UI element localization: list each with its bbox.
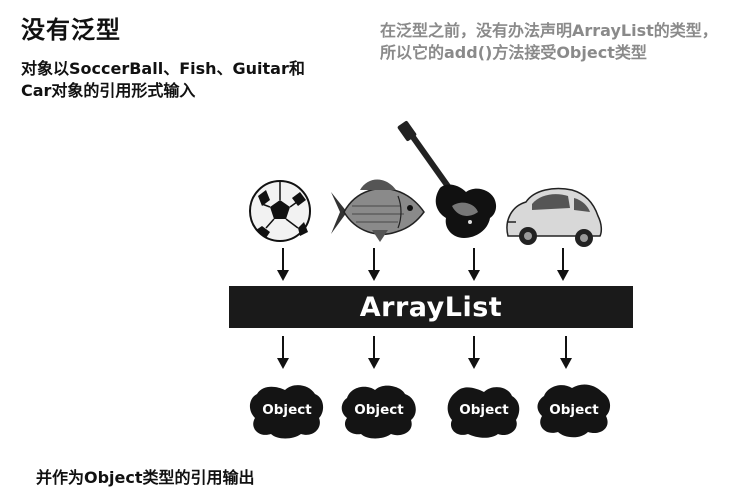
object-blob: Object	[444, 380, 524, 440]
output-description: 并作为Object类型的引用输出	[36, 468, 255, 487]
guitar-icon	[397, 120, 497, 238]
input-description: 对象以SoccerBall、Fish、Guitar和Car对象的引用形式输入	[21, 59, 305, 100]
object-blob: Object	[247, 380, 327, 440]
object-blob-shape	[341, 385, 416, 439]
arraylist-bar: ArrayList	[229, 286, 633, 328]
object-blob-shape	[537, 384, 611, 438]
object-label: Object	[549, 402, 599, 418]
object-blob-shape	[249, 385, 324, 439]
object-label: Object	[459, 402, 509, 418]
soccer-ball-icon	[249, 180, 311, 242]
output-arrows	[277, 336, 572, 369]
input-arrows	[277, 248, 569, 281]
object-label: Object	[354, 402, 404, 418]
object-blob: Object	[339, 380, 419, 440]
pre-generics-note: 在泛型之前，没有办法声明ArrayList的类型，所以它的add()方法接受Ob…	[380, 21, 718, 62]
car-icon	[506, 187, 603, 247]
page-title: 没有泛型	[21, 16, 121, 44]
fish-icon	[331, 179, 425, 242]
object-blob-shape	[447, 387, 520, 438]
object-blob: Object	[534, 380, 614, 440]
object-label: Object	[262, 402, 312, 418]
